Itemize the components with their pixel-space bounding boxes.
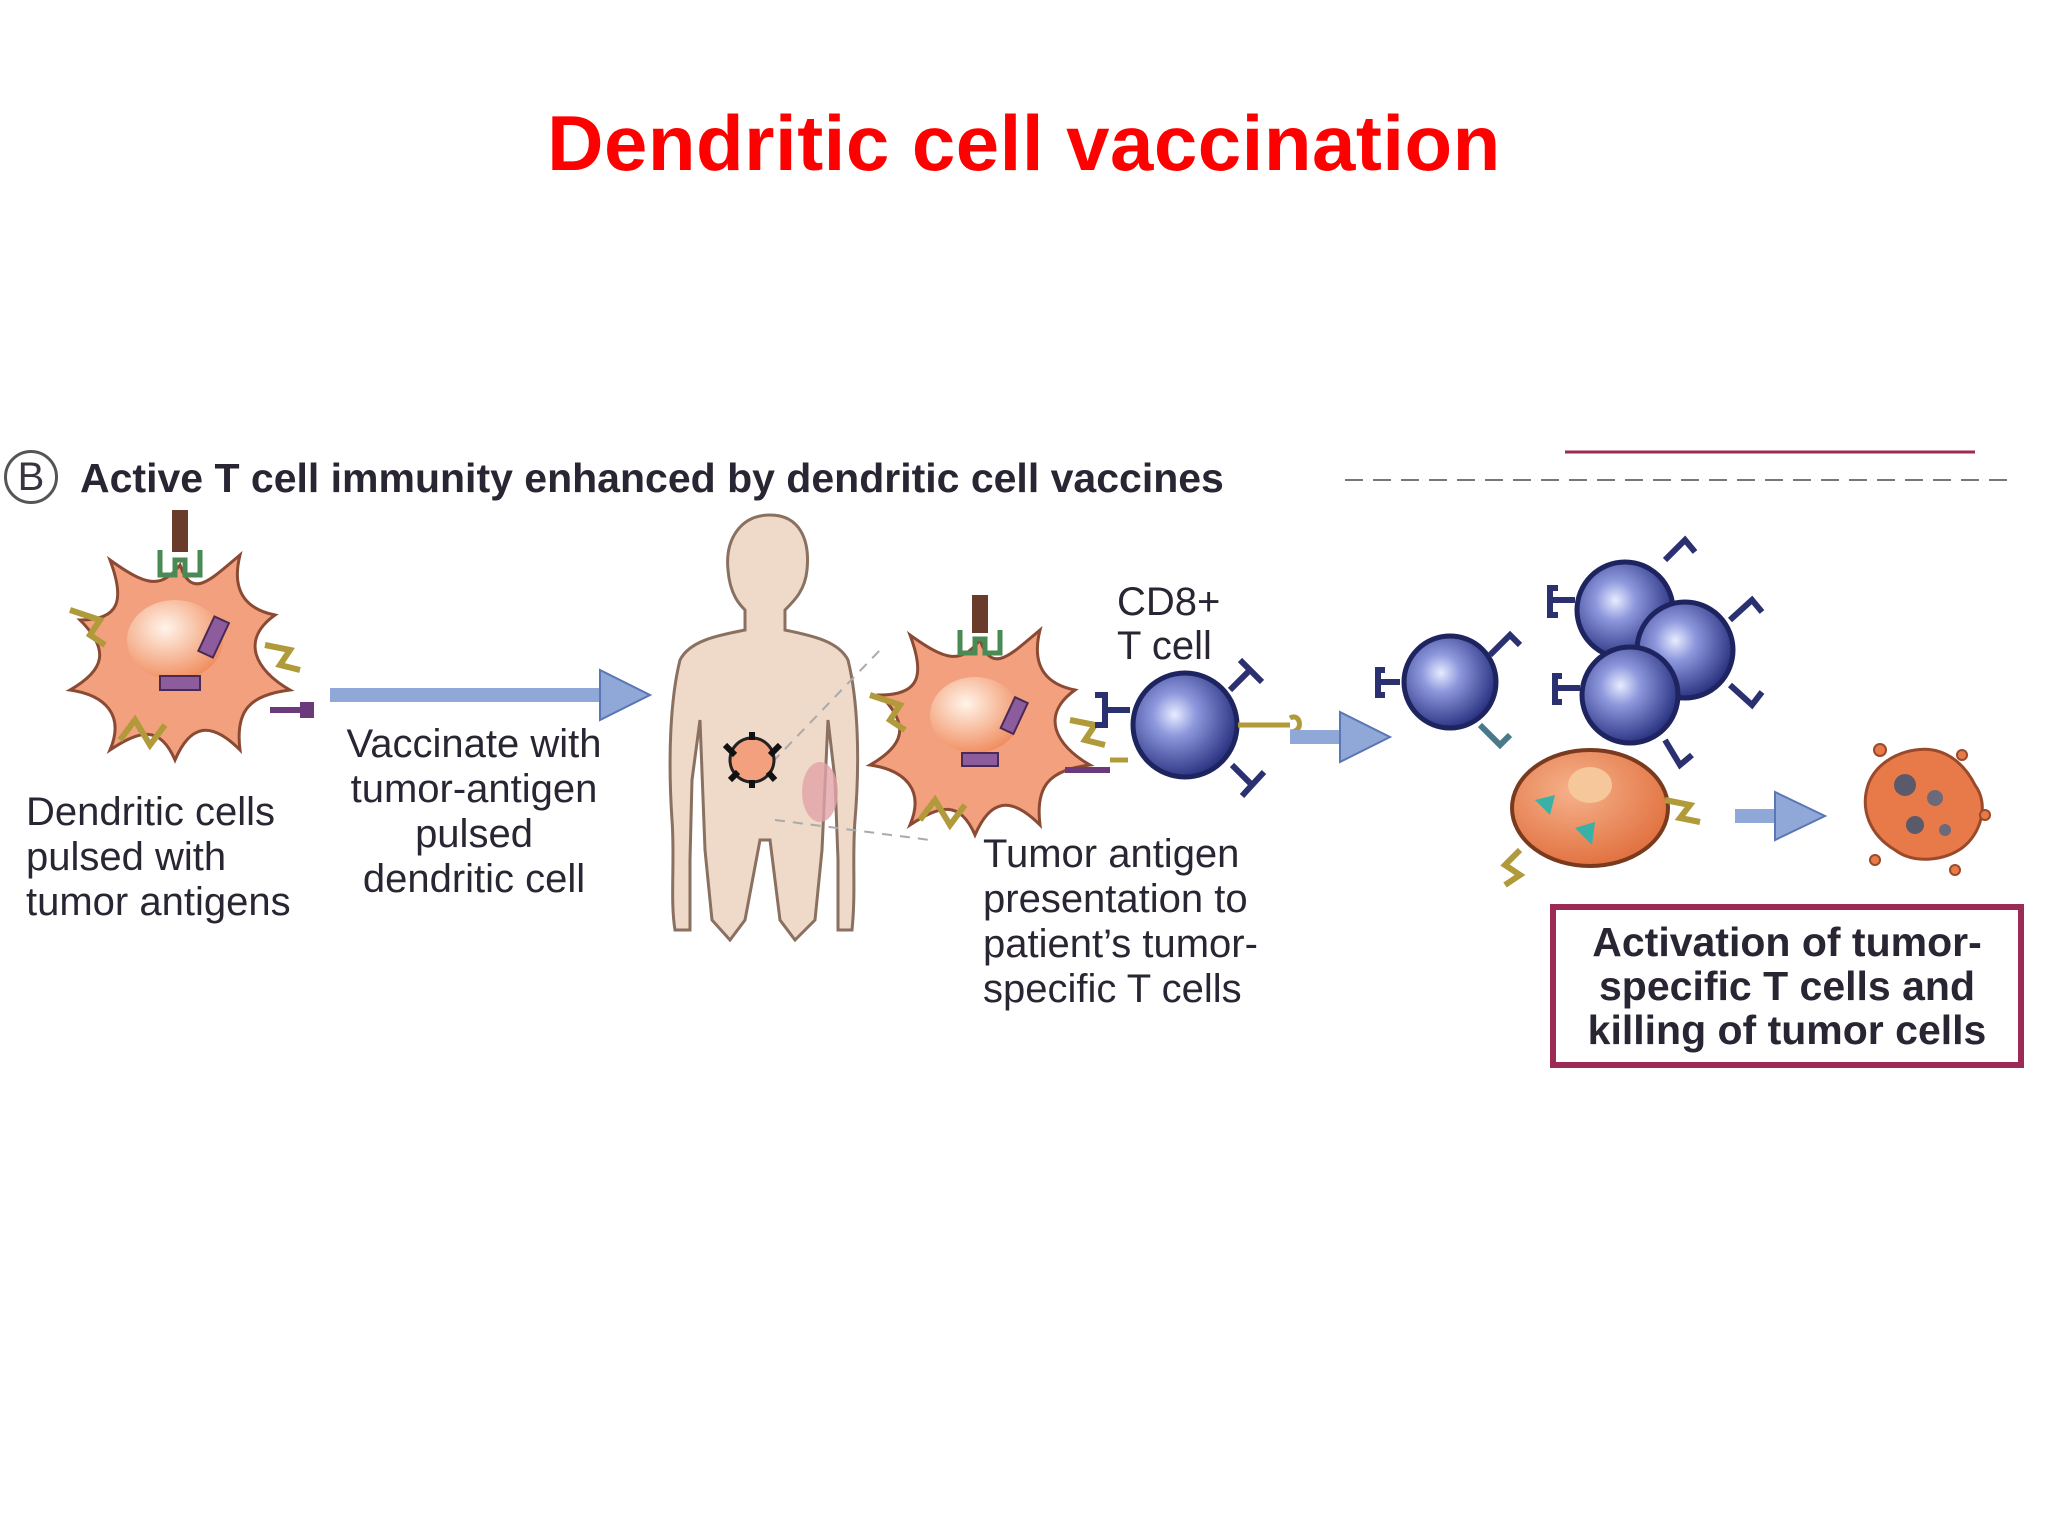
dying-tumor-cell bbox=[1863, 743, 1991, 876]
label-line: Tumor antigen bbox=[983, 832, 1240, 876]
label-line: dendritic cell bbox=[362, 857, 586, 901]
label-tumor-antigen-presentation: Tumor antigen presentation to patient’s … bbox=[983, 832, 1258, 1012]
figure-panel: B Active T cell immunity enhanced by den… bbox=[0, 420, 2048, 1100]
panel-letter: B bbox=[4, 450, 58, 504]
human-body bbox=[668, 513, 931, 943]
label-line: patient’s tumor- bbox=[983, 922, 1258, 966]
label-vaccinate: Vaccinate with tumor-antigen pulsed dend… bbox=[326, 722, 622, 902]
label-line: tumor antigens bbox=[26, 880, 291, 924]
panel-heading: Active T cell immunity enhanced by dendr… bbox=[80, 455, 1224, 501]
cd8-t-cell bbox=[1095, 657, 1302, 799]
label-line: Dendritic cells bbox=[26, 790, 275, 834]
slide-title: Dendritic cell vaccination bbox=[547, 99, 1501, 187]
dendritic-cell-1 bbox=[65, 510, 314, 764]
activated-t-cells bbox=[1375, 535, 1765, 770]
result-box: Activation of tumor- specific T cells an… bbox=[1550, 904, 2024, 1068]
result-line: killing of tumor cells bbox=[1587, 1007, 1987, 1053]
result-line: Activation of tumor- bbox=[1592, 919, 1982, 965]
label-line: CD8+ bbox=[1117, 580, 1221, 624]
label-line: pulsed with bbox=[26, 835, 227, 879]
label-line: pulsed bbox=[415, 812, 533, 856]
label-line: T cell bbox=[1117, 624, 1212, 668]
result-line: specific T cells and bbox=[1599, 963, 1975, 1009]
label-dendritic-cells-pulsed: Dendritic cells pulsed with tumor antige… bbox=[26, 790, 291, 925]
dendritic-cell-2 bbox=[865, 595, 1110, 839]
label-cd8-t-cell: CD8+ T cell bbox=[1117, 580, 1220, 668]
label-line: presentation to bbox=[983, 877, 1248, 921]
tumor-cell bbox=[1500, 748, 1701, 888]
label-line: Vaccinate with bbox=[346, 722, 602, 766]
label-line: specific T cells bbox=[983, 967, 1242, 1011]
figure-illustration bbox=[65, 450, 2010, 943]
label-line: tumor-antigen bbox=[350, 767, 598, 811]
